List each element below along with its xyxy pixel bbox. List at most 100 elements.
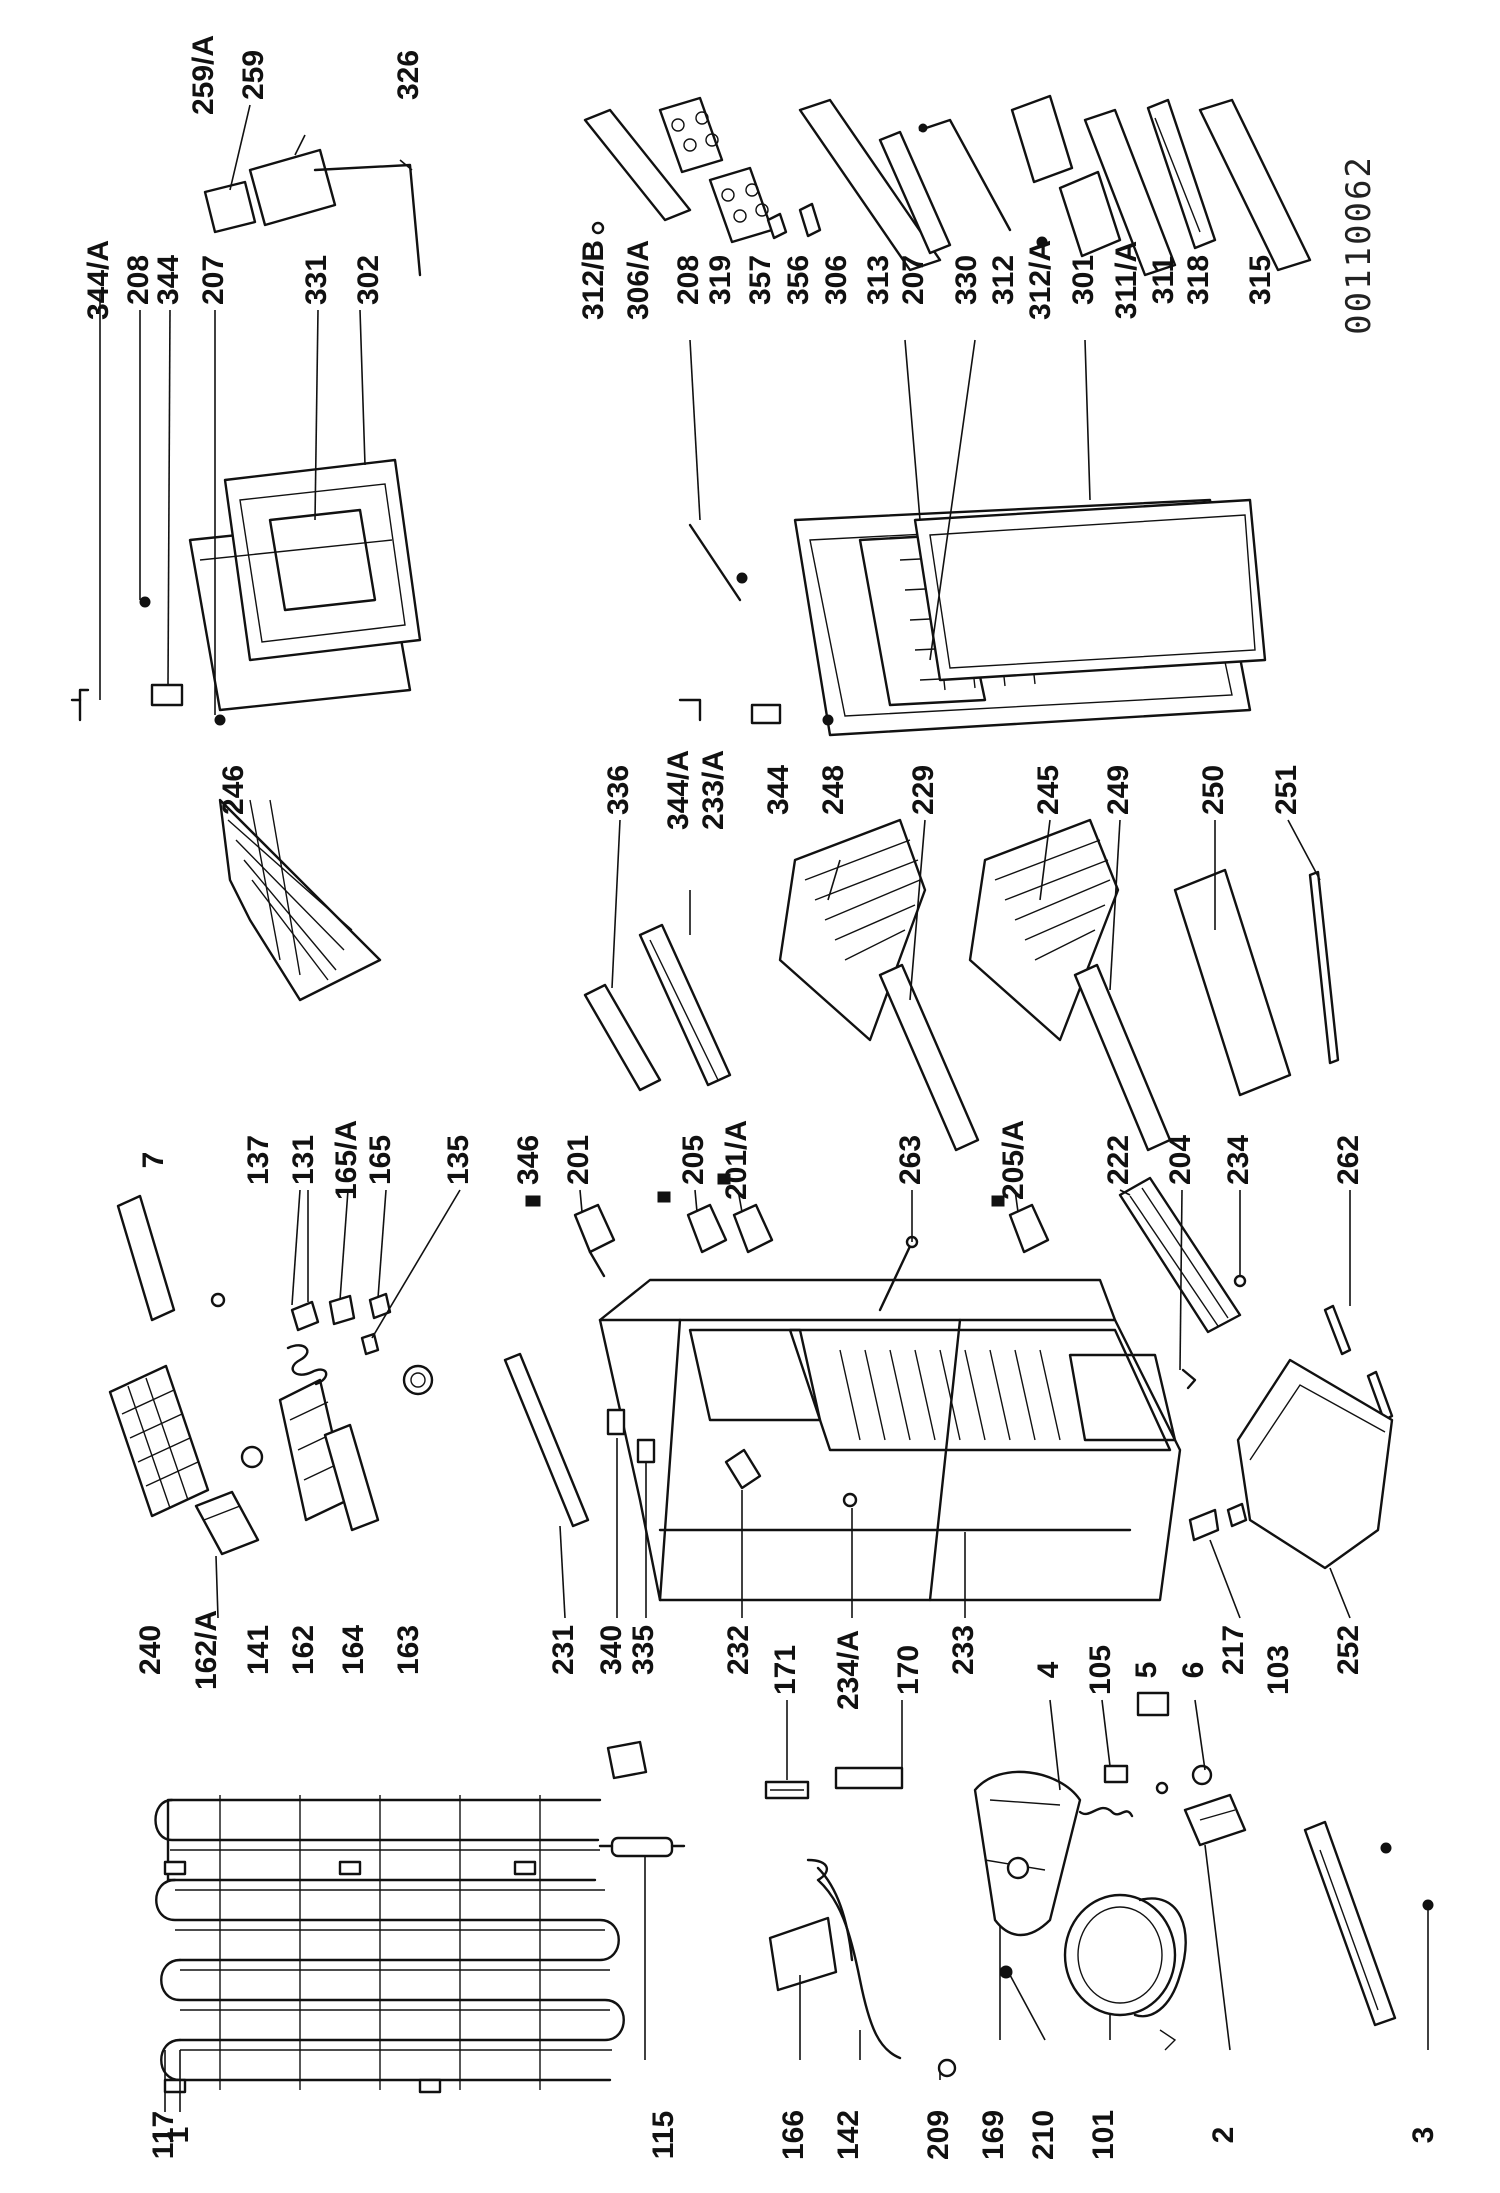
part-164 <box>323 1423 380 1532</box>
part-label-245: 245 <box>1032 765 1065 815</box>
shelf-311 <box>1083 108 1177 277</box>
wire-4 <box>1078 1806 1134 1818</box>
cover-plate-3 <box>1303 1820 1434 2027</box>
part-label-313: 313 <box>862 255 895 305</box>
feet-217 <box>1188 1502 1248 1542</box>
part-label-207-top: 207 <box>197 255 230 305</box>
part-label-344a-mid: 344/A <box>662 750 695 830</box>
basket-246 <box>218 798 382 1002</box>
part-label-251: 251 <box>1270 765 1303 815</box>
part-label-207-right: 207 <box>897 255 930 305</box>
part-label-229: 229 <box>907 765 940 815</box>
part-label-3: 3 <box>1407 2127 1440 2144</box>
part-label-318: 318 <box>1182 255 1215 305</box>
part-326 <box>313 163 422 277</box>
dryer-filter-115 <box>598 1836 686 1858</box>
part-label-171: 171 <box>769 1645 802 1695</box>
part-label-163: 163 <box>392 1625 425 1675</box>
part-label-311: 311 <box>1147 256 1180 304</box>
part-label-135: 135 <box>442 1135 475 1185</box>
part-label-312a: 312/A <box>1024 240 1057 320</box>
part-label-2: 2 <box>1207 2127 1240 2144</box>
cabinet-body <box>598 1278 1182 1602</box>
part-label-201a: 201/A <box>720 1120 753 1200</box>
part-label-141: 141 <box>242 1625 275 1675</box>
part-340 <box>606 1408 626 1436</box>
shelf-315 <box>1198 98 1312 272</box>
part-label-164: 164 <box>337 1625 370 1675</box>
box-301-top <box>1010 94 1074 184</box>
part-label-326: 326 <box>392 50 425 100</box>
edge-251 <box>1308 870 1340 1065</box>
part-label-208-right: 208 <box>672 255 705 305</box>
part-label-344-top: 344 <box>152 255 185 305</box>
part-label-301: 301 <box>1067 255 1100 305</box>
bracket-344-mid <box>750 703 782 725</box>
shelf-306 <box>798 98 942 272</box>
part-234A <box>842 1492 858 1508</box>
box-162A <box>194 1490 260 1556</box>
part-label-234: 234 <box>1222 1135 1255 1185</box>
bar-318 <box>1146 98 1217 250</box>
document-number: 00110062 <box>1339 155 1379 335</box>
cover-222 <box>1118 1176 1242 1334</box>
screw-207-right <box>822 714 834 726</box>
part-label-335: 335 <box>627 1625 660 1675</box>
part-label-209: 209 <box>922 2110 955 2160</box>
part-label-162: 162 <box>287 1625 320 1675</box>
part-label-205: 205 <box>677 1135 710 1185</box>
hinge-201 <box>573 1203 616 1278</box>
part-label-356: 356 <box>782 255 815 305</box>
part-label-166: 166 <box>777 2110 810 2160</box>
small-part <box>210 1292 226 1308</box>
part-5 <box>1136 1691 1170 1717</box>
part-165 <box>368 1292 392 1320</box>
freezer-door <box>188 458 422 712</box>
part-label-115: 115 <box>647 2111 680 2159</box>
part-label-263: 263 <box>894 1135 927 1185</box>
part-label-331: 331 <box>300 255 333 305</box>
part-label-217: 217 <box>1217 1625 1250 1675</box>
knob-163 <box>402 1364 434 1396</box>
strip-336 <box>583 983 662 1092</box>
part-131 <box>290 1300 320 1332</box>
part-label-165a: 165/A <box>330 1120 363 1200</box>
part-label-105: 105 <box>1084 1645 1117 1695</box>
part-label-103: 103 <box>1262 1645 1295 1695</box>
part-label-233-lower: 233 <box>947 1625 980 1675</box>
part-label-170: 170 <box>892 1645 925 1695</box>
part-346 <box>525 1195 541 1207</box>
part-label-336: 336 <box>602 765 635 815</box>
part-label-234a-lower: 234/A <box>832 1630 865 1710</box>
part-312B <box>591 221 605 235</box>
part-label-131: 131 <box>287 1135 320 1185</box>
spring-137 <box>286 1344 328 1386</box>
part-label-201: 201 <box>562 1135 595 1185</box>
part-label-312: 312 <box>987 255 1020 305</box>
plate-170 <box>834 1766 904 1790</box>
part-label-210: 210 <box>1027 2110 1060 2160</box>
part-label-240: 240 <box>134 1625 167 1675</box>
part-label-162a: 162/A <box>190 1610 223 1690</box>
knob-232 <box>724 1448 762 1490</box>
part-label-6: 6 <box>1177 1662 1210 1679</box>
part-259 <box>248 148 337 227</box>
part-label-222: 222 <box>1102 1135 1135 1185</box>
part-label-142: 142 <box>832 2110 865 2160</box>
part-label-344a-top: 344/A <box>82 240 115 320</box>
part-label-259a: 259/A <box>187 35 220 115</box>
screw-207-top <box>214 714 226 726</box>
part-label-249: 249 <box>1102 765 1135 815</box>
glass-shelf-250 <box>1173 868 1292 1097</box>
part-312 <box>918 118 1012 232</box>
bar-7 <box>116 1194 176 1322</box>
part-label-137: 137 <box>242 1135 275 1185</box>
part-label-1: 1 <box>162 2127 195 2144</box>
part-label-259: 259 <box>237 50 270 100</box>
part-312A <box>1036 236 1048 248</box>
part-label-205a: 205/A <box>997 1120 1030 1200</box>
handle-344A-top <box>70 688 90 722</box>
part-label-311a: 311/A <box>1110 241 1143 319</box>
part-label-101: 101 <box>1087 2110 1120 2160</box>
